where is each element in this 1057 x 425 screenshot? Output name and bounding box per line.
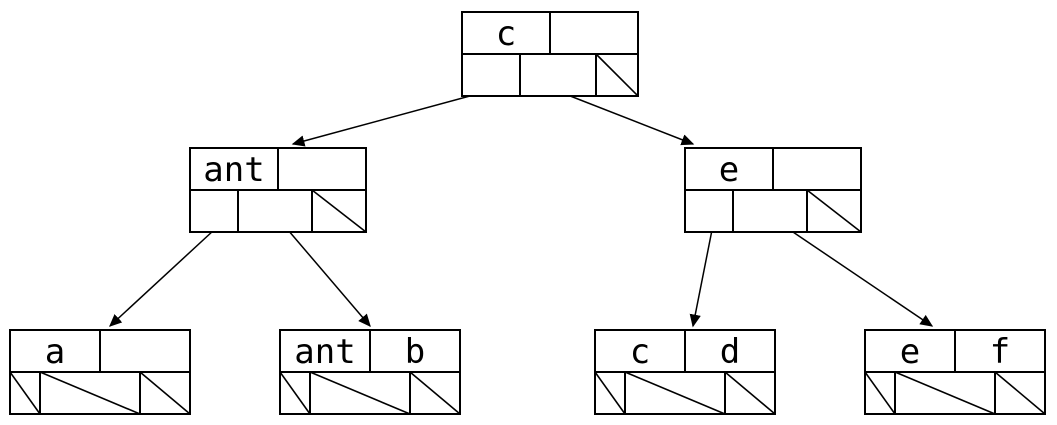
key-label: e: [719, 150, 739, 190]
node-leaf-1: a: [9, 329, 191, 415]
edge-root-to-internal-left: [291, 89, 493, 147]
key-cell: [549, 11, 639, 55]
pointer-cell: [519, 53, 597, 97]
node-leaf-3: c d: [594, 329, 776, 415]
key-cell: [9, 329, 101, 373]
node-leaf-4: e f: [864, 329, 1046, 415]
pointer-cell: [732, 189, 808, 233]
null-pointer-slash: [409, 371, 461, 415]
key-label: a: [45, 332, 65, 372]
key-label: ant: [203, 150, 264, 190]
key-label: d: [720, 332, 740, 372]
key-cell: [772, 147, 862, 191]
null-pointer-slash: [624, 371, 726, 415]
null-pointer-slash: [9, 371, 41, 415]
pointer-cell: [237, 189, 313, 233]
pointer-cell: [461, 53, 521, 97]
node-internal-right: e: [684, 147, 862, 233]
null-pointer-slash: [994, 371, 1046, 415]
key-cell: [99, 329, 191, 373]
null-pointer-slash: [595, 53, 639, 97]
key-label: e: [900, 332, 920, 372]
pointer-cell: [189, 189, 239, 233]
key-label: b: [405, 332, 425, 372]
key-cell: [277, 147, 367, 191]
node-root: c: [461, 11, 639, 97]
pointer-cell: [684, 189, 734, 233]
key-label: c: [630, 332, 650, 372]
edge-internal-left-to-leaf-1: [109, 229, 215, 327]
node-internal-left: ant: [189, 147, 367, 233]
null-pointer-slash: [894, 371, 996, 415]
key-cell: [189, 147, 279, 191]
null-pointer-slash: [724, 371, 776, 415]
key-label: c: [496, 14, 516, 54]
null-pointer-slash: [139, 371, 191, 415]
edge-internal-right-to-leaf-3: [689, 229, 713, 328]
null-pointer-slash: [594, 371, 626, 415]
edge-internal-right-to-leaf-4: [789, 229, 934, 327]
node-leaf-2: ant b: [279, 329, 461, 415]
null-pointer-slash: [309, 371, 411, 415]
null-pointer-slash: [311, 189, 367, 233]
null-pointer-slash: [806, 189, 862, 233]
key-cell: [684, 329, 776, 373]
null-pointer-slash: [279, 371, 311, 415]
key-cell: [954, 329, 1046, 373]
edge-internal-left-to-leaf-2: [287, 229, 371, 328]
null-pointer-slash: [864, 371, 896, 415]
key-label: ant: [294, 332, 355, 372]
key-label: f: [990, 332, 1010, 372]
null-pointer-slash: [39, 371, 141, 415]
